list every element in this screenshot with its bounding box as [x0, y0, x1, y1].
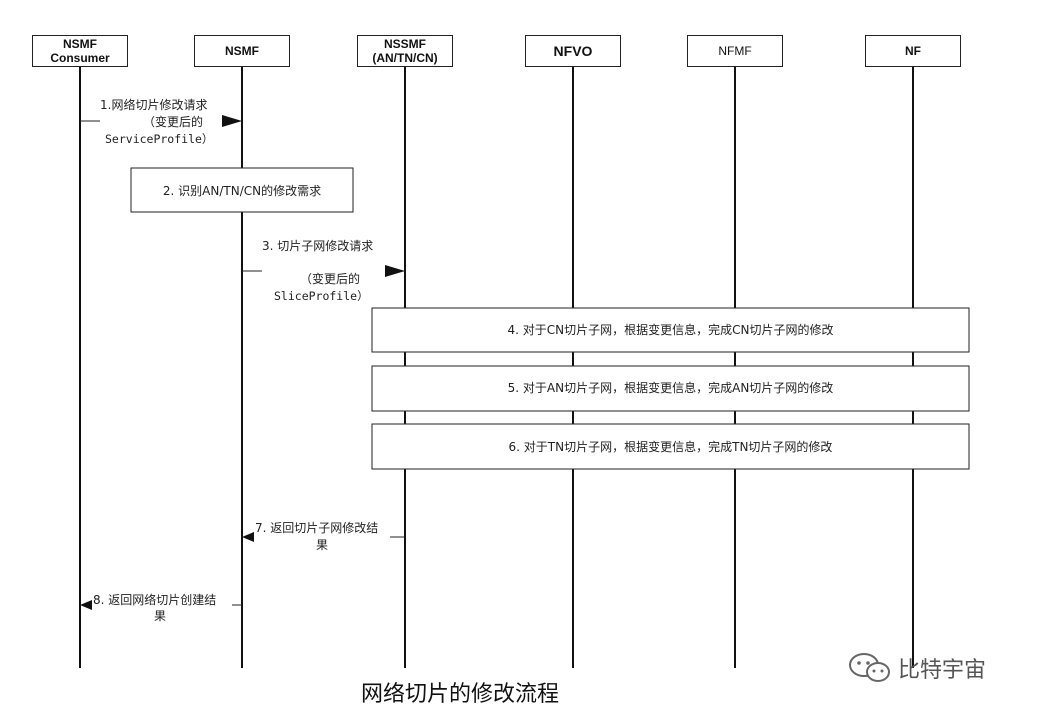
step4-box [371, 307, 970, 353]
msg3-label-line3: SliceProfile） [274, 289, 369, 303]
watermark-text: 比特宇宙 [898, 658, 987, 683]
msg3-arrowhead [385, 265, 405, 277]
watermark: 比特宇宙 [848, 650, 986, 686]
msg1-label-line3: ServiceProfile） [105, 132, 214, 146]
participant-nfmf: NFMF [687, 35, 783, 67]
msg1-label-line2: （变更后的 [142, 115, 203, 129]
participant-label: NF [905, 44, 921, 58]
participant-sublabel: (AN/TN/CN) [372, 51, 438, 65]
msg7-arrowhead [242, 532, 254, 542]
msg7-label-line2: 果 [315, 538, 328, 552]
participant-label: NSMF [225, 44, 259, 58]
participant-label: NSSMF [384, 37, 426, 51]
msg8-arrowhead [80, 600, 92, 610]
msg8-label-line2: 果 [153, 609, 166, 623]
msg3-label-line1: 3. 切片子网修改请求 [262, 239, 374, 253]
step5-label: 5. 对于AN切片子网，根据变更信息，完成AN切片子网的修改 [507, 381, 834, 395]
participant-nssmf: NSSMF (AN/TN/CN) [357, 35, 453, 67]
msg3-label-line2: （变更后的 [299, 272, 360, 286]
participant-sublabel: Consumer [50, 51, 110, 65]
step6-box [371, 423, 970, 470]
step5-box [371, 365, 970, 412]
participant-label: NSMF [63, 37, 97, 51]
participant-nfvo: NFVO [525, 35, 621, 67]
msg1-arrowhead [222, 115, 242, 127]
msg8-label-line1: 8. 返回网络切片创建结 [93, 593, 217, 607]
msg7-label-line1: 7. 返回切片子网修改结 [255, 521, 379, 535]
msg1-label-line1: 1.网络切片修改请求 [100, 98, 208, 112]
participant-nsmf-consumer: NSMF Consumer [32, 35, 128, 67]
participant-nsmf: NSMF [194, 35, 290, 67]
step2-label: 2. 识别AN/TN/CN的修改需求 [162, 184, 322, 198]
step4-label: 4. 对于CN切片子网，根据变更信息，完成CN切片子网的修改 [507, 323, 834, 337]
step6-label: 6. 对于TN切片子网，根据变更信息，完成TN切片子网的修改 [508, 440, 833, 454]
figure-caption: 网络切片的修改流程 [360, 682, 559, 707]
participant-label: NFVO [553, 43, 593, 59]
step2-box [130, 167, 354, 213]
participant-nf: NF [865, 35, 961, 67]
participant-label: NFMF [718, 44, 752, 58]
wechat-icon [849, 653, 890, 682]
